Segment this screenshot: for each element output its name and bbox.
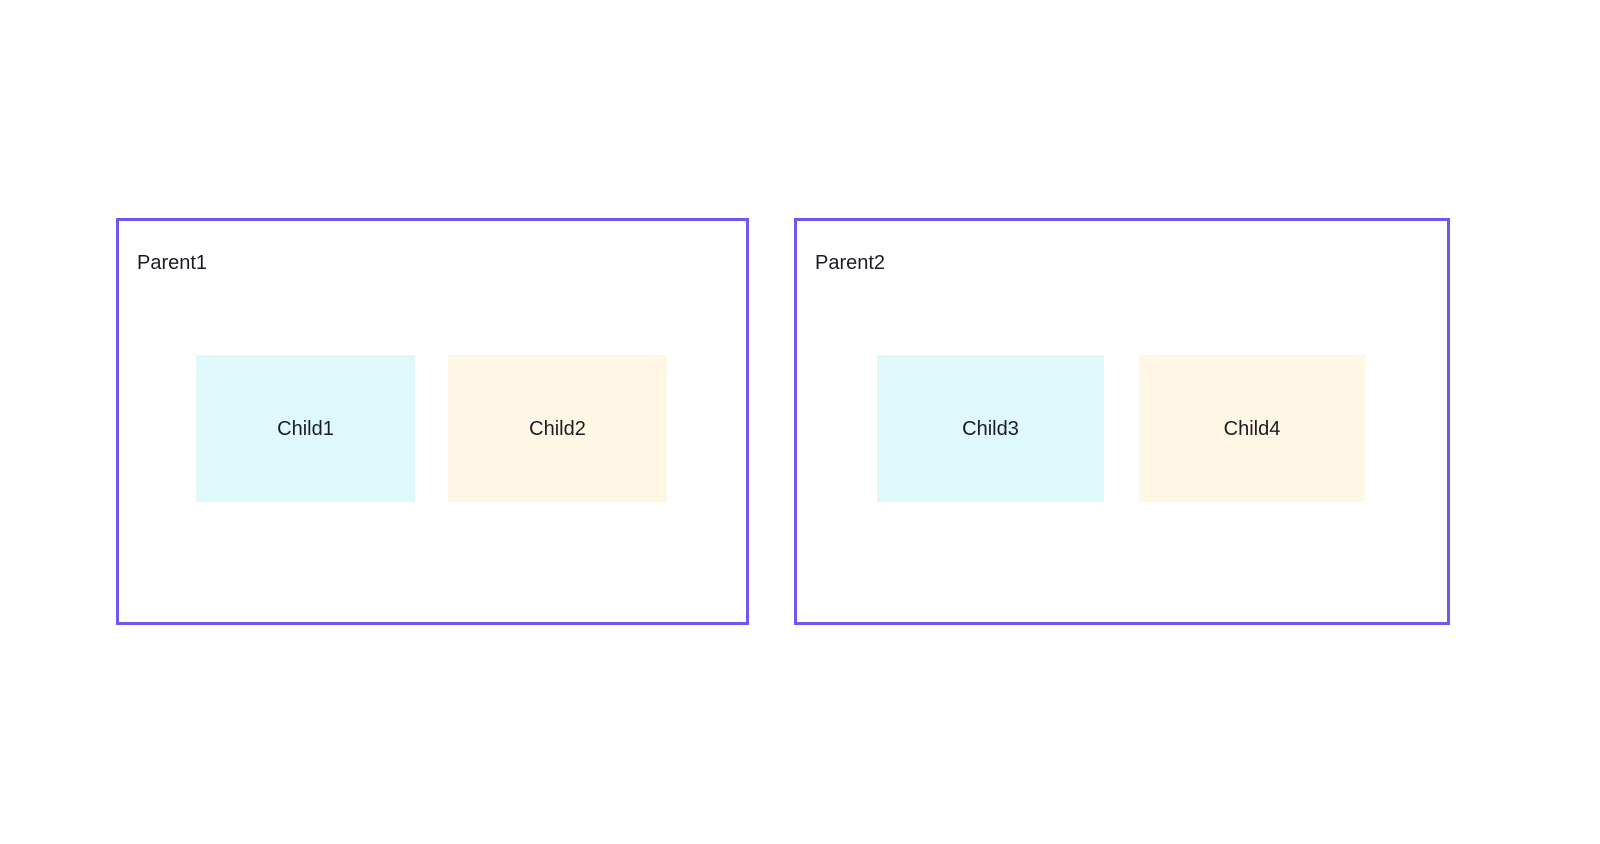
parent-label: Parent2 — [815, 252, 886, 274]
child-label: Child3 — [962, 417, 1019, 440]
parent-label: Parent1 — [137, 252, 208, 274]
child-label: Child1 — [277, 417, 334, 440]
child-node-3[interactable]: Child3 — [877, 355, 1104, 502]
child-node-2[interactable]: Child2 — [448, 355, 667, 502]
child-label: Child4 — [1223, 417, 1281, 440]
child-label: Child2 — [529, 417, 586, 440]
child-node-4[interactable]: Child4 — [1139, 355, 1365, 502]
child-node-1[interactable]: Child1 — [196, 355, 415, 502]
